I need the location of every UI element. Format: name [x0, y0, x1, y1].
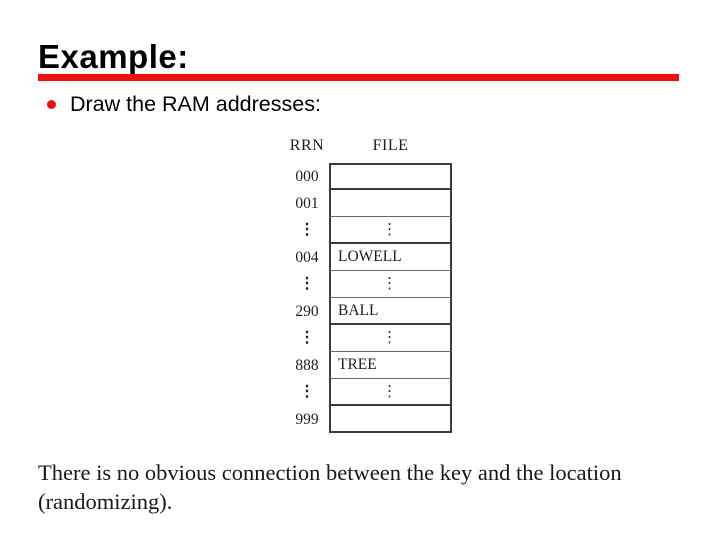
file-value: ⋮ [329, 217, 452, 244]
table-row: 290 BALL [285, 298, 452, 325]
rrn-value: ⋮ [299, 383, 315, 400]
file-value: ⋮ [329, 271, 452, 298]
footnote-line1: There is no obvious connection between t… [38, 460, 622, 485]
rrn-value: 001 [295, 195, 319, 212]
rrn-value: 004 [295, 249, 319, 266]
file-value [329, 163, 452, 190]
rrn-column-header: RRN [289, 137, 325, 154]
table-row: 001 [285, 190, 452, 217]
rrn-value: 290 [295, 303, 319, 320]
rrn-value: 999 [295, 411, 319, 428]
slide-title: Example: [38, 38, 189, 75]
file-value: BALL [329, 298, 452, 325]
table-row: 004 LOWELL [285, 244, 452, 271]
bullet-icon [47, 99, 56, 109]
file-column-header: FILE [372, 137, 409, 154]
file-value: LOWELL [329, 244, 452, 271]
diagram-header: RRN FILE [285, 137, 452, 163]
table-row: 000 [285, 163, 452, 190]
rrn-value: ⋮ [299, 221, 315, 238]
rrn-value: 000 [295, 168, 319, 185]
table-row: ⋮⋮ [285, 325, 452, 352]
table-row: ⋮⋮ [285, 379, 452, 406]
file-value: TREE [329, 352, 452, 379]
file-value [329, 406, 452, 433]
file-value [329, 190, 452, 217]
table-row: ⋮⋮ [285, 271, 452, 298]
rrn-value: 888 [295, 357, 319, 374]
footnote: There is no obvious connection between t… [38, 458, 688, 516]
footnote-line2: (randomizing). [38, 489, 173, 514]
file-value: ⋮ [329, 379, 452, 406]
table-row: 888 TREE [285, 352, 452, 379]
file-value: ⋮ [329, 325, 452, 352]
table-row: ⋮⋮ [285, 217, 452, 244]
table-row: 999 [285, 406, 452, 433]
rrn-value: ⋮ [299, 275, 315, 292]
rrn-value: ⋮ [299, 329, 315, 346]
bullet-item: Draw the RAM addresses: [47, 90, 321, 118]
bullet-text: Draw the RAM addresses: [70, 91, 321, 116]
title-underline-rule [38, 74, 679, 81]
